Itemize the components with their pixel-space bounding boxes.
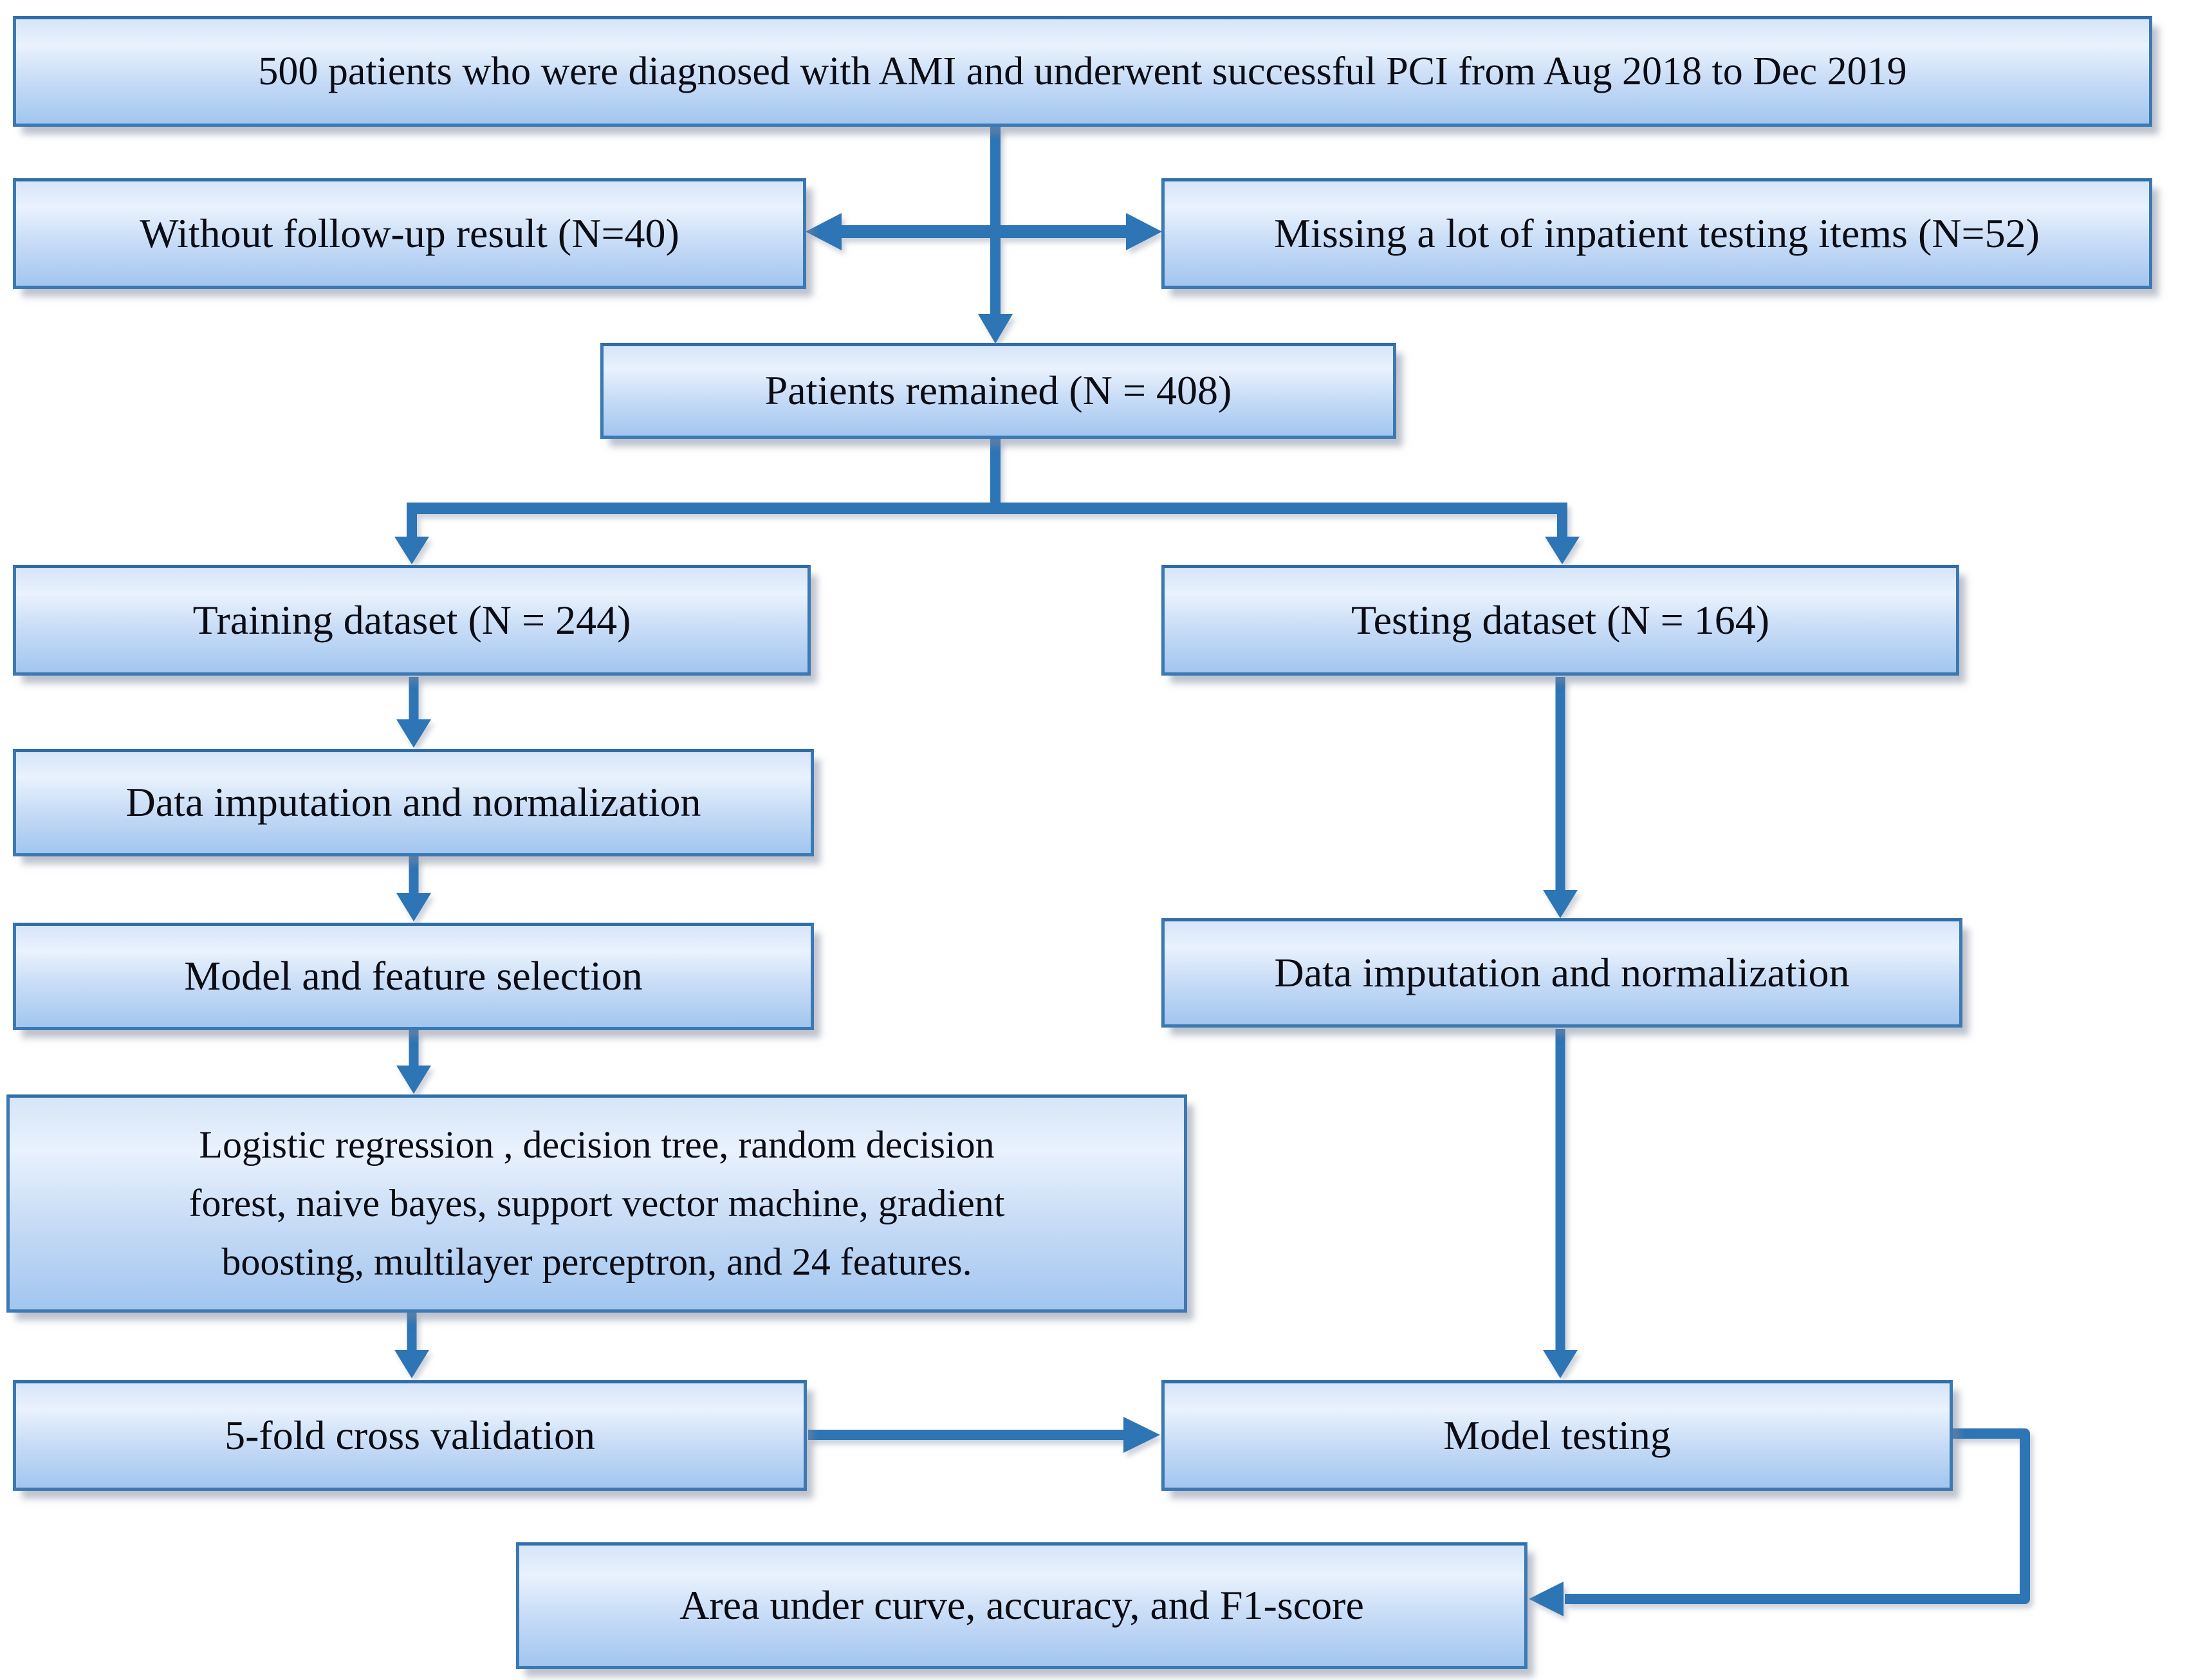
arrow-training-to-imputation <box>396 677 431 748</box>
arrow-exclusions-double <box>806 213 1162 250</box>
arrow-selection-to-models <box>396 1030 431 1094</box>
box-cross-validation: 5-fold cross validation <box>13 1380 807 1491</box>
box-testing-dataset: Testing dataset (N = 164) <box>1161 565 1959 676</box>
box-training-dataset: Training dataset (N = 244) <box>13 565 811 676</box>
box-training-imputation-label: Data imputation and normalization <box>125 779 701 826</box>
box-models-and-features-label: Logistic regression , decision tree, ran… <box>189 1116 1005 1292</box>
box-model-testing: Model testing <box>1161 1380 1953 1491</box>
box-initial-cohort: 500 patients who were diagnosed with AMI… <box>13 16 2152 127</box>
arrow-testing-to-imputation <box>1543 677 1578 918</box>
models-line-1: Logistic regression , decision tree, ran… <box>199 1123 995 1166</box>
box-excluded-no-followup-label: Without follow-up result (N=40) <box>140 210 679 256</box>
box-evaluation-metrics: Area under curve, accuracy, and F1-score <box>516 1542 1527 1669</box>
arrow-initial-to-remained <box>978 127 1013 344</box>
box-models-and-features: Logistic regression , decision tree, ran… <box>6 1094 1187 1313</box>
box-evaluation-metrics-label: Area under curve, accuracy, and F1-score <box>679 1582 1364 1629</box>
box-model-feature-selection-label: Model and feature selection <box>184 953 643 999</box>
models-line-2: forest, naive bayes, support vector mach… <box>189 1181 1005 1224</box>
arrow-imputation-to-modeltesting <box>1543 1029 1578 1378</box>
box-excluded-missing-items: Missing a lot of inpatient testing items… <box>1161 178 2152 289</box>
box-model-feature-selection: Model and feature selection <box>13 923 814 1030</box>
box-testing-dataset-label: Testing dataset (N = 164) <box>1351 596 1770 643</box>
arrow-crossvalidation-to-modeltesting <box>808 1417 1160 1453</box>
box-training-dataset-label: Training dataset (N = 244) <box>192 596 631 643</box>
box-excluded-missing-items-label: Missing a lot of inpatient testing items… <box>1274 210 2040 256</box>
box-initial-cohort-label: 500 patients who were diagnosed with AMI… <box>258 49 1907 93</box>
box-patients-remained: Patients remained (N = 408) <box>600 343 1396 439</box>
box-testing-imputation: Data imputation and normalization <box>1161 918 1962 1028</box>
box-training-imputation: Data imputation and normalization <box>13 749 814 856</box>
arrow-models-to-crossvalidation <box>394 1313 429 1378</box>
models-line-3: boosting, multilayer perceptron, and 24 … <box>221 1241 972 1284</box>
box-patients-remained-label: Patients remained (N = 408) <box>764 367 1232 414</box>
box-testing-imputation-label: Data imputation and normalization <box>1274 949 1850 995</box>
box-excluded-no-followup: Without follow-up result (N=40) <box>13 178 806 289</box>
arrow-imputation-to-selection <box>396 856 431 921</box>
box-cross-validation-label: 5-fold cross validation <box>225 1412 595 1458</box>
connector-remained-split <box>394 439 1580 564</box>
box-model-testing-label: Model testing <box>1443 1412 1671 1458</box>
